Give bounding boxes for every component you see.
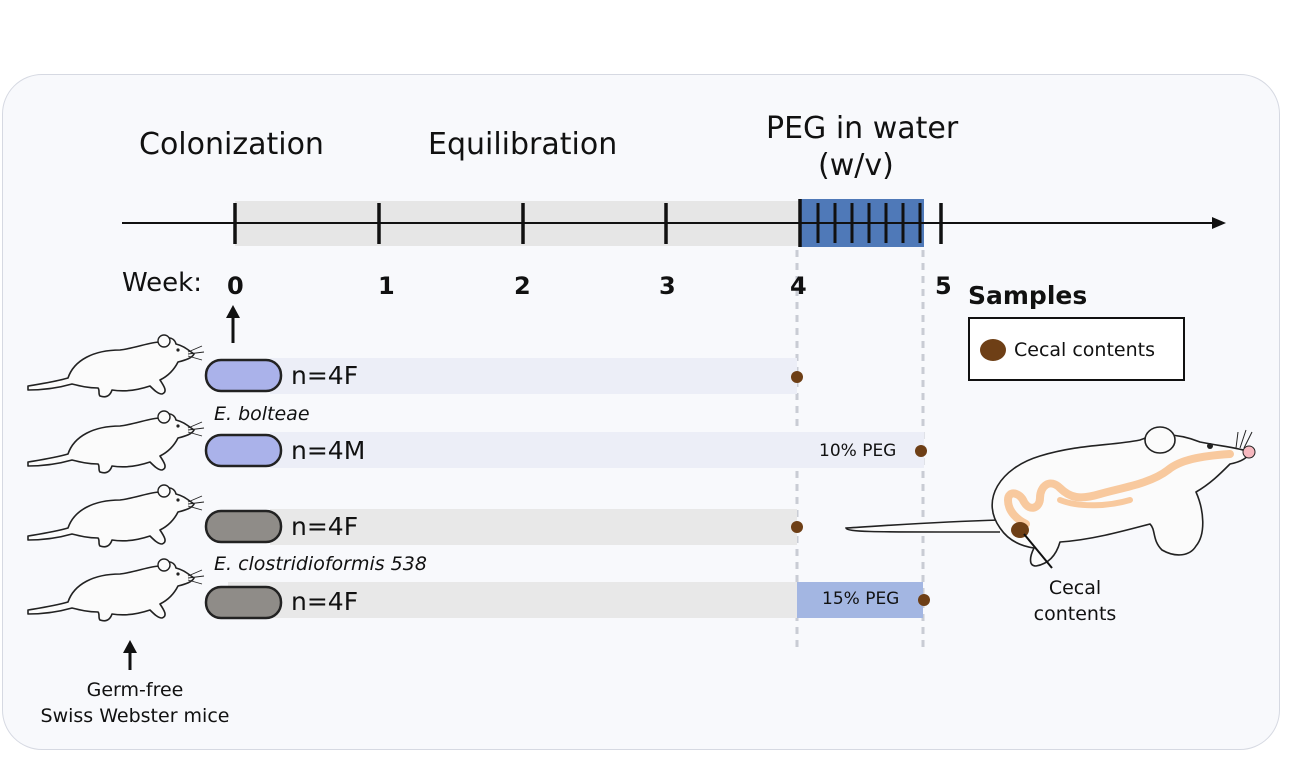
sample-dot-4: [918, 594, 930, 606]
mouse-icon-2: [27, 410, 205, 474]
sample-dot-2: [915, 445, 927, 457]
week-tick-label-0: 0: [227, 272, 244, 300]
daily-ticks: [816, 203, 922, 243]
phase-peg-unit-label: (w/v): [818, 148, 894, 183]
week-ticks: [233, 199, 943, 247]
samples-title: Samples: [968, 281, 1088, 310]
cecal-annotation-line1: Cecal: [1048, 577, 1102, 599]
germfree-arrow: [123, 640, 137, 670]
timeline-arrowhead: [1212, 217, 1226, 229]
group-n-label-4: n=4F: [291, 587, 359, 616]
organism-label-clostridioformis: E. clostridioformis 538: [214, 553, 427, 575]
treatment-label-15pct: 15% PEG: [822, 589, 900, 609]
organism-label-bolteae: E. bolteae: [214, 403, 310, 425]
treatment-label-10pct: 10% PEG: [819, 441, 897, 461]
group-bar-4: [228, 582, 797, 618]
phase-peg-label: PEG in water: [766, 111, 959, 146]
week-tick-label-4: 4: [790, 272, 807, 300]
week-tick-label-5: 5: [935, 272, 952, 300]
legend-cecal-contents-label: Cecal contents: [1014, 339, 1156, 361]
figure-panel: [2, 74, 1280, 750]
mice-label: Germ-free Swiss Webster mice: [30, 677, 240, 729]
group-bar-2: [270, 432, 924, 468]
mouse-icon-4: [27, 558, 205, 622]
cecal-annotation-line2: contents: [1033, 603, 1117, 625]
week-axis-label: Week:: [122, 268, 202, 298]
sample-dot-1: [791, 371, 803, 383]
group-n-label-2: n=4M: [291, 436, 366, 465]
week0-arrow: [226, 305, 240, 343]
group-n-label-1: n=4F: [291, 361, 359, 390]
week-tick-label-3: 3: [659, 272, 676, 300]
peg15-bar: [797, 582, 923, 618]
group-bar-1: [270, 358, 797, 394]
capsule-clostridioformis-2: [204, 585, 283, 620]
group-bar-3: [270, 509, 797, 545]
mice-label-line2: Swiss Webster mice: [40, 705, 230, 727]
week-tick-label-2: 2: [514, 272, 531, 300]
capsule-bolteae-1: [204, 358, 283, 393]
mice-label-line1: Germ-free: [86, 679, 184, 701]
capsule-bolteae-2: [204, 433, 283, 468]
sample-dot-3: [791, 521, 803, 533]
mouse-icon-1: [27, 334, 205, 398]
capsule-clostridioformis-1: [204, 509, 283, 544]
cecal-contents-annotation: Cecal contents: [1015, 575, 1135, 627]
phase-colonization-label: Colonization: [139, 127, 324, 162]
group-n-label-3: n=4F: [291, 512, 359, 541]
phase-equilibration-label: Equilibration: [428, 127, 618, 162]
legend-sample-dot: [980, 339, 1006, 361]
large-mouse-illustration: [845, 426, 1256, 569]
week-tick-label-1: 1: [378, 272, 395, 300]
mouse-icon-3: [27, 484, 205, 548]
